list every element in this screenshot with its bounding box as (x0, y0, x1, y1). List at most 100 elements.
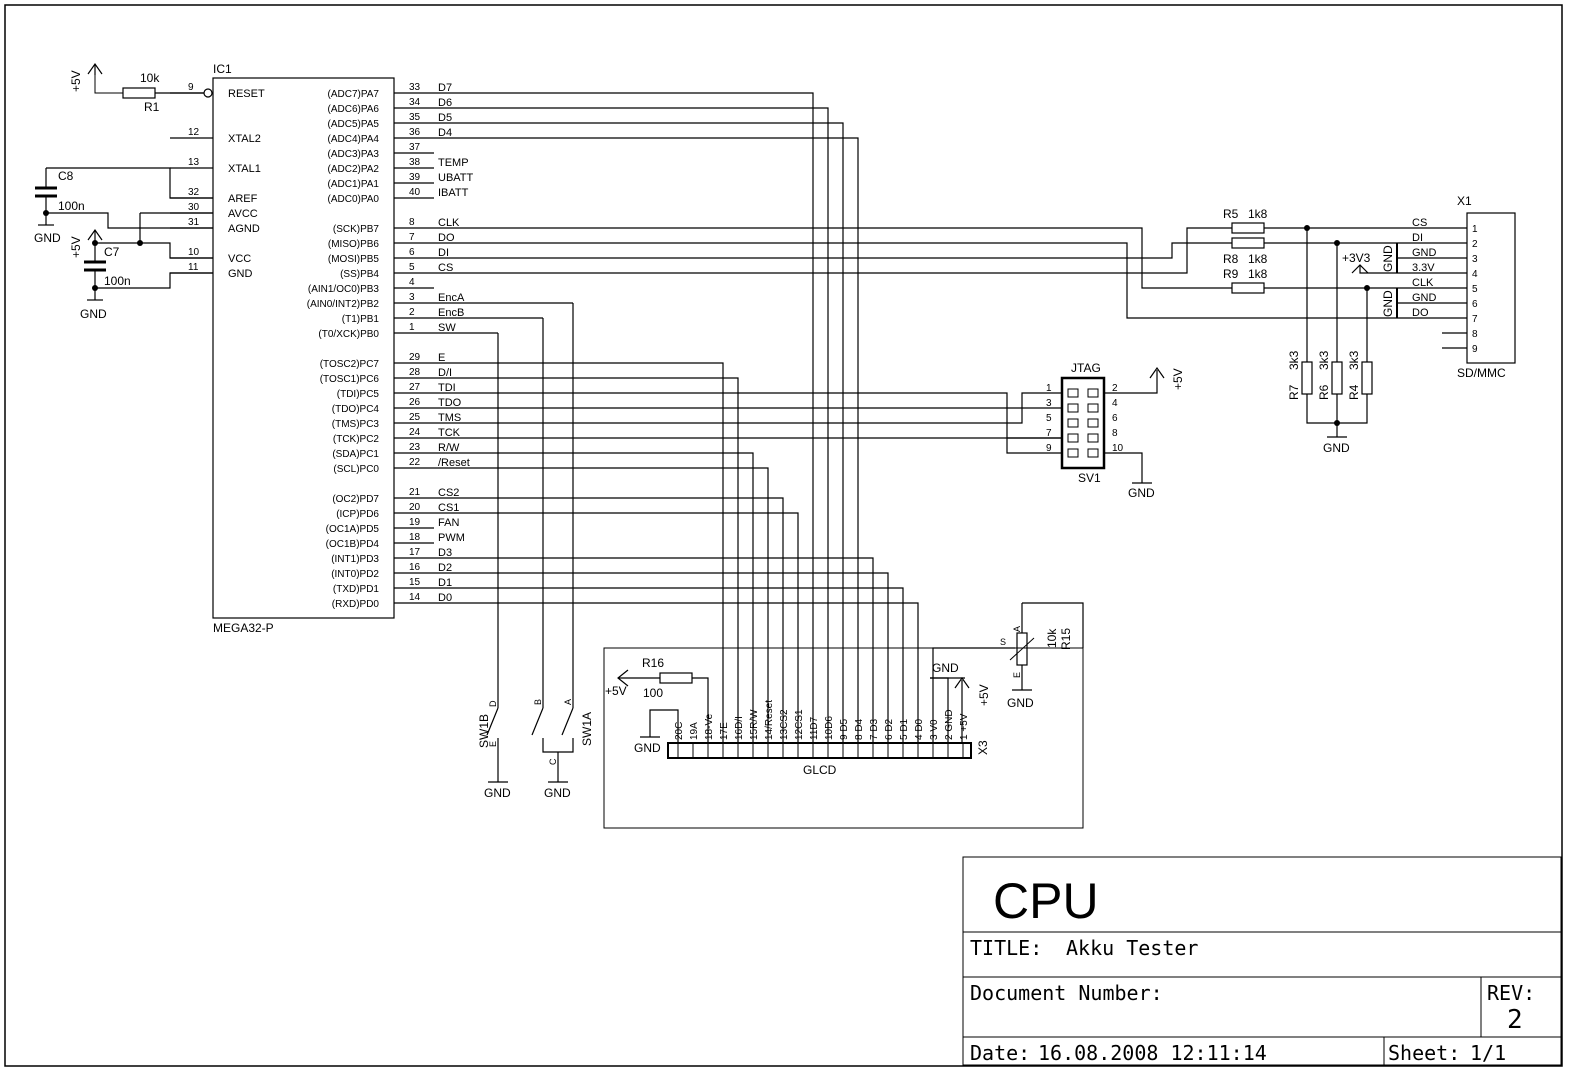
sw1a-b: B (533, 699, 543, 705)
p5v-label-c7: +5V (69, 236, 83, 258)
glcd-pin-label: 11D7 (809, 716, 820, 740)
glcd-pin-label: 6 D2 (884, 718, 895, 740)
c8-capacitor: C8 100n GND (34, 168, 85, 245)
pot-s-label: S (1000, 637, 1006, 647)
ic1-part: MEGA32-P (213, 621, 274, 635)
title-value: Akku Tester (1066, 936, 1198, 960)
glcd-border (603, 647, 1084, 829)
sd-pin-number: 3 (1472, 254, 1478, 265)
ic1-pin-number: 39 (409, 172, 421, 183)
jtag-pin-pad (1067, 403, 1079, 413)
wire (434, 602, 919, 743)
sd-pin-number: 2 (1472, 239, 1478, 250)
ic1-pin-number: 3 (409, 292, 415, 303)
gnd-label-sw1a: GND (544, 786, 571, 800)
ic1-pin-name: (TOSC2)PC7 (320, 359, 380, 370)
jtag-pin-pad (1087, 403, 1099, 413)
glcd-ref: X3 (976, 740, 990, 755)
ic1-pin-number: 21 (409, 487, 421, 498)
ic1-pin-name: (SCL)PC0 (333, 464, 379, 475)
r5-resistor: R5 1k8 (1223, 207, 1268, 234)
ic1-pin-number: 24 (409, 427, 421, 438)
sd-pin-number: 7 (1472, 314, 1478, 325)
gnd-label-pullups: GND (1323, 441, 1350, 455)
net-label: D6 (438, 97, 452, 109)
power-arrow-icon (1149, 366, 1165, 379)
jtag-pin-number: 2 (1112, 383, 1118, 394)
wire (434, 92, 814, 743)
net-label: D7 (438, 82, 452, 94)
ic1-pin-name: (TDO)PC4 (332, 404, 380, 415)
ic1-pin-name: GND (228, 268, 253, 280)
ic1-pin-name: (SS)PB4 (340, 269, 379, 280)
ic1-pin-number: 20 (409, 502, 421, 513)
glcd-pin-label: 2 GND (944, 709, 955, 740)
ic1-pin-number: 6 (409, 247, 415, 258)
p5v-label-glcd: +5V (977, 684, 991, 706)
x1-part: SD/MMC (1457, 366, 1506, 380)
ic1-pin-name: AGND (228, 223, 260, 235)
glcd-pin-label: 5 D1 (899, 718, 910, 740)
net-label: CLK (438, 217, 460, 229)
ic1-pin-number: 29 (409, 352, 421, 363)
pot-a-label: A (1012, 626, 1022, 632)
net-label: UBATT (438, 172, 474, 184)
sd-net-label: CLK (1412, 277, 1434, 289)
ic1-pin-name: (OC2)PD7 (332, 494, 379, 505)
r7-ref: R7 (1287, 384, 1301, 400)
ic1-right-pins: 33(ADC7)PA7D734(ADC6)PA6D635(ADC5)PA5D53… (307, 82, 474, 610)
jtag-pin-number: 10 (1112, 443, 1124, 454)
gnd-label-c8: GND (34, 231, 61, 245)
ic1-pin-name: AREF (228, 193, 258, 205)
ic1-pin-number: 10 (188, 247, 200, 258)
wire (434, 557, 874, 743)
wire (434, 122, 844, 743)
ic1-pin-name: (SCK)PB7 (333, 224, 380, 235)
net-label: CS (438, 262, 453, 274)
glcd-pin-label: 19A (689, 722, 700, 740)
r9-ref: R9 (1223, 267, 1239, 281)
sheet-label: Sheet: (1388, 1041, 1460, 1065)
glcd-pin-label: 10D6 (824, 716, 835, 740)
jtag-pin-number: 8 (1112, 428, 1118, 439)
signal-bus (434, 92, 1442, 743)
ic1-pin-name: (ADC3)PA3 (328, 149, 380, 160)
ic1-pin-name: (ADC4)PA4 (328, 134, 380, 145)
ic1-pin-name: (ADC1)PA1 (328, 179, 380, 190)
sw1a-a: A (563, 699, 573, 705)
ic1-pin-number: 5 (409, 262, 415, 273)
pullup-resistors: R7 3k3 R6 3k3 R4 3k3 GND +3V3 (1287, 251, 1373, 455)
ic1-pin-name: (OC1A)PD5 (326, 524, 380, 535)
ic1-body (212, 77, 395, 619)
title-block: CPU TITLE: Akku Tester Document Number: … (962, 856, 1562, 1066)
c7-capacitor: C7 100n GND +5V (69, 228, 131, 321)
ic1-pin-number: 8 (409, 217, 415, 228)
wire (1359, 265, 1442, 274)
ic1-pin-name: (ADC6)PA6 (328, 104, 380, 115)
glcd-pin-label: 14/Reset (764, 700, 775, 740)
jtag-pin-number: 9 (1046, 443, 1052, 454)
ic1-pin-number: 32 (188, 187, 200, 198)
sheet-value: 1/1 (1470, 1041, 1506, 1065)
r8-resistor: R8 1k8 (1223, 237, 1268, 266)
r16-value: 100 (643, 686, 663, 700)
wire (434, 107, 829, 743)
net-label: TCK (438, 427, 461, 439)
net-label: CS1 (438, 502, 459, 514)
net-label: D3 (438, 547, 452, 559)
wire (434, 137, 859, 743)
wire (434, 227, 1232, 274)
net-label: D2 (438, 562, 452, 574)
glcd-pin-label: 1 +5V (959, 713, 970, 740)
ic1-pin-name: (OC1B)PD4 (326, 539, 380, 550)
glcd-pin-label: 9 D5 (839, 718, 850, 740)
gnd-label-jtag: GND (1128, 486, 1155, 500)
jtag-pin-pad (1087, 448, 1099, 458)
ic1-pin-name: (MOSI)PB5 (328, 254, 380, 265)
r16-ref: R16 (642, 656, 664, 670)
ic1-pin-number: 13 (188, 157, 200, 168)
net-label: TDO (438, 397, 462, 409)
